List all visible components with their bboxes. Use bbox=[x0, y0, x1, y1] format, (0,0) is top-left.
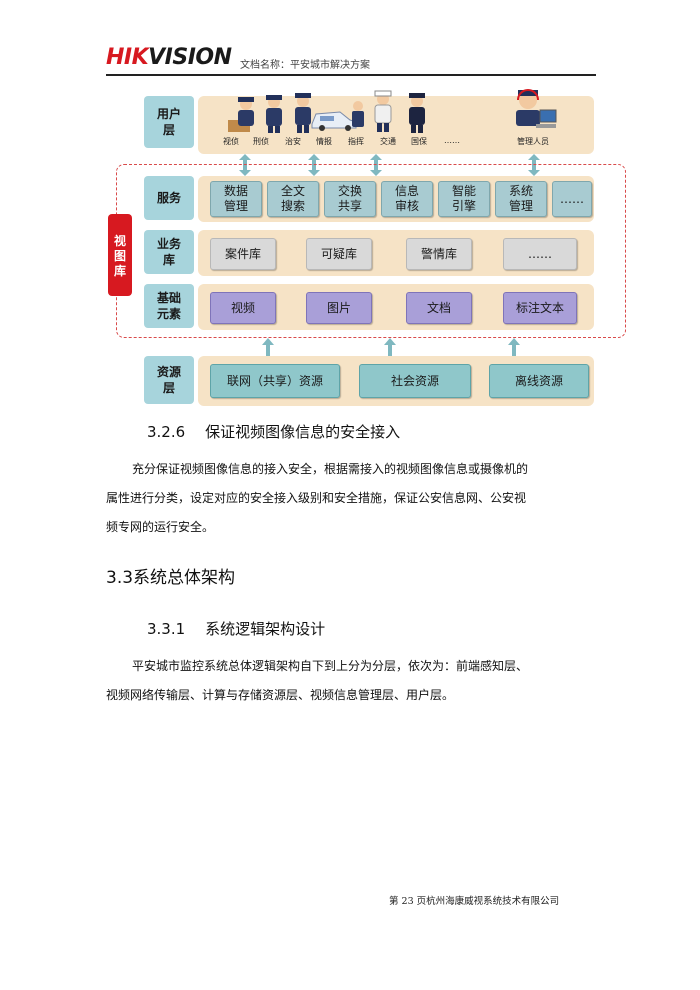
paragraph-logical-architecture: 平安城市监控系统总体逻辑架构自下到上分为分层，依次为：前端感知层、 视频网络传输… bbox=[106, 652, 602, 710]
service-more: …… bbox=[552, 181, 592, 217]
service-info-review: 信息审核 bbox=[381, 181, 433, 217]
section-heading-3-2-6: 3.2.6 保证视频图像信息的安全接入 bbox=[147, 421, 400, 442]
service-item-text: 智能引擎 bbox=[451, 184, 476, 213]
service-smart-engine: 智能引擎 bbox=[438, 181, 490, 217]
document-title: 文档名称：平安城市解决方案 bbox=[240, 60, 370, 71]
user-item-label: 管理人员 bbox=[517, 137, 549, 146]
up-arrow-icon bbox=[508, 338, 520, 356]
logo-hik: HIK bbox=[106, 45, 149, 70]
paragraph-secure-access: 充分保证视频图像信息的接入安全，根据需接入的视频图像信息或摄像机的 属性进行分类… bbox=[106, 455, 602, 542]
paragraph-line: 充分保证视频图像信息的接入安全，根据需接入的视频图像信息或摄像机的 bbox=[132, 462, 529, 476]
security-officer-icon bbox=[409, 93, 425, 133]
business-layer-label: 业务库 bbox=[144, 230, 194, 274]
view-library-tag: 视图库 bbox=[108, 214, 132, 296]
page-footer: 第 23 页杭州海康威视系统技术有限公司 bbox=[389, 896, 560, 907]
user-layer-label-text: 用户层 bbox=[156, 107, 181, 137]
double-arrow-icon bbox=[239, 154, 251, 176]
paragraph-line: 频专网的运行安全。 bbox=[106, 520, 215, 534]
double-arrow-icon bbox=[528, 154, 540, 176]
user-item-label: 交通 bbox=[380, 137, 396, 146]
element-video: 视频 bbox=[210, 292, 276, 324]
user-item-label: 刑侦 bbox=[253, 137, 269, 146]
service-item-text: 系统管理 bbox=[508, 184, 533, 213]
user-item-label: 指挥 bbox=[348, 137, 364, 146]
suspect-library: 可疑库 bbox=[306, 238, 372, 270]
user-item-label: …… bbox=[444, 136, 460, 145]
paragraph-line: 属性进行分类，设定对应的安全接入级别和安全措施，保证公安信息网、公安视 bbox=[106, 491, 527, 505]
networked-shared-resources: 联网（共享）资源 bbox=[210, 364, 340, 398]
base-elements-label-text: 基础元素 bbox=[156, 291, 181, 321]
section-title: 系统总体架构 bbox=[133, 568, 236, 588]
section-number: 3.2.6 bbox=[147, 423, 186, 441]
case-library: 案件库 bbox=[210, 238, 276, 270]
officer-standing-icon bbox=[295, 93, 311, 133]
user-item-label: 国保 bbox=[411, 137, 427, 146]
user-item-label: 情报 bbox=[316, 137, 332, 146]
element-image: 图片 bbox=[306, 292, 372, 324]
double-arrow-icon bbox=[370, 154, 382, 176]
social-resources: 社会资源 bbox=[359, 364, 471, 398]
service-item-text: 全文搜索 bbox=[280, 184, 305, 213]
police-car-officer-icon bbox=[311, 101, 364, 131]
business-more: …… bbox=[503, 238, 577, 270]
service-item-text: 数据管理 bbox=[223, 184, 248, 213]
service-data-management: 数据管理 bbox=[210, 181, 262, 217]
service-item-text: 交换共享 bbox=[337, 184, 362, 213]
alert-library: 警情库 bbox=[406, 238, 472, 270]
section-heading-3-3: 3.3系统总体架构 bbox=[106, 563, 235, 588]
logo-vision: VISION bbox=[148, 45, 232, 70]
view-library-tag-text: 视图库 bbox=[113, 233, 126, 278]
service-exchange-share: 交换共享 bbox=[324, 181, 376, 217]
element-annotation-text: 标注文本 bbox=[503, 292, 577, 324]
traffic-officer-icon bbox=[374, 90, 392, 132]
section-number: 3.3 bbox=[106, 568, 134, 588]
resource-layer-label-text: 资源层 bbox=[156, 365, 181, 395]
business-layer-label-text: 业务库 bbox=[156, 237, 181, 267]
officer-female-icon bbox=[266, 95, 282, 133]
section-number: 3.3.1 bbox=[147, 620, 186, 638]
header-rule bbox=[106, 74, 596, 76]
service-layer-label: 服务 bbox=[144, 176, 194, 220]
user-layer-label: 用户层 bbox=[144, 96, 194, 148]
service-item-text: 信息审核 bbox=[394, 184, 419, 213]
offline-resources: 离线资源 bbox=[489, 364, 589, 398]
section-title: 系统逻辑架构设计 bbox=[205, 620, 326, 638]
section-title: 保证视频图像信息的安全接入 bbox=[205, 423, 401, 441]
architecture-diagram: 用户层 视侦 刑侦 治安 情报 指挥 交通 国保 …… 管理人员 视图库 服务 … bbox=[106, 88, 626, 413]
user-item-label: 视侦 bbox=[223, 137, 239, 146]
up-arrow-icon bbox=[384, 338, 396, 356]
paragraph-line: 视频网络传输层、计算与存储资源层、视频信息管理层、用户层。 bbox=[106, 688, 455, 702]
service-system-management: 系统管理 bbox=[495, 181, 547, 217]
double-arrow-icon bbox=[308, 154, 320, 176]
section-heading-3-3-1: 3.3.1 系统逻辑架构设计 bbox=[147, 618, 325, 639]
paragraph-line: 平安城市监控系统总体逻辑架构自下到上分为分层，依次为：前端感知层、 bbox=[132, 659, 529, 673]
service-fulltext-search: 全文搜索 bbox=[267, 181, 319, 217]
up-arrow-icon bbox=[262, 338, 274, 356]
user-item-label: 治安 bbox=[285, 137, 301, 146]
officer-desk-icon bbox=[228, 97, 254, 132]
admin-headset-icon bbox=[516, 89, 557, 128]
base-elements-label: 基础元素 bbox=[144, 284, 194, 328]
resource-layer-label: 资源层 bbox=[144, 356, 194, 404]
element-document: 文档 bbox=[406, 292, 472, 324]
hikvision-logo: HIKVISION bbox=[106, 45, 232, 71]
